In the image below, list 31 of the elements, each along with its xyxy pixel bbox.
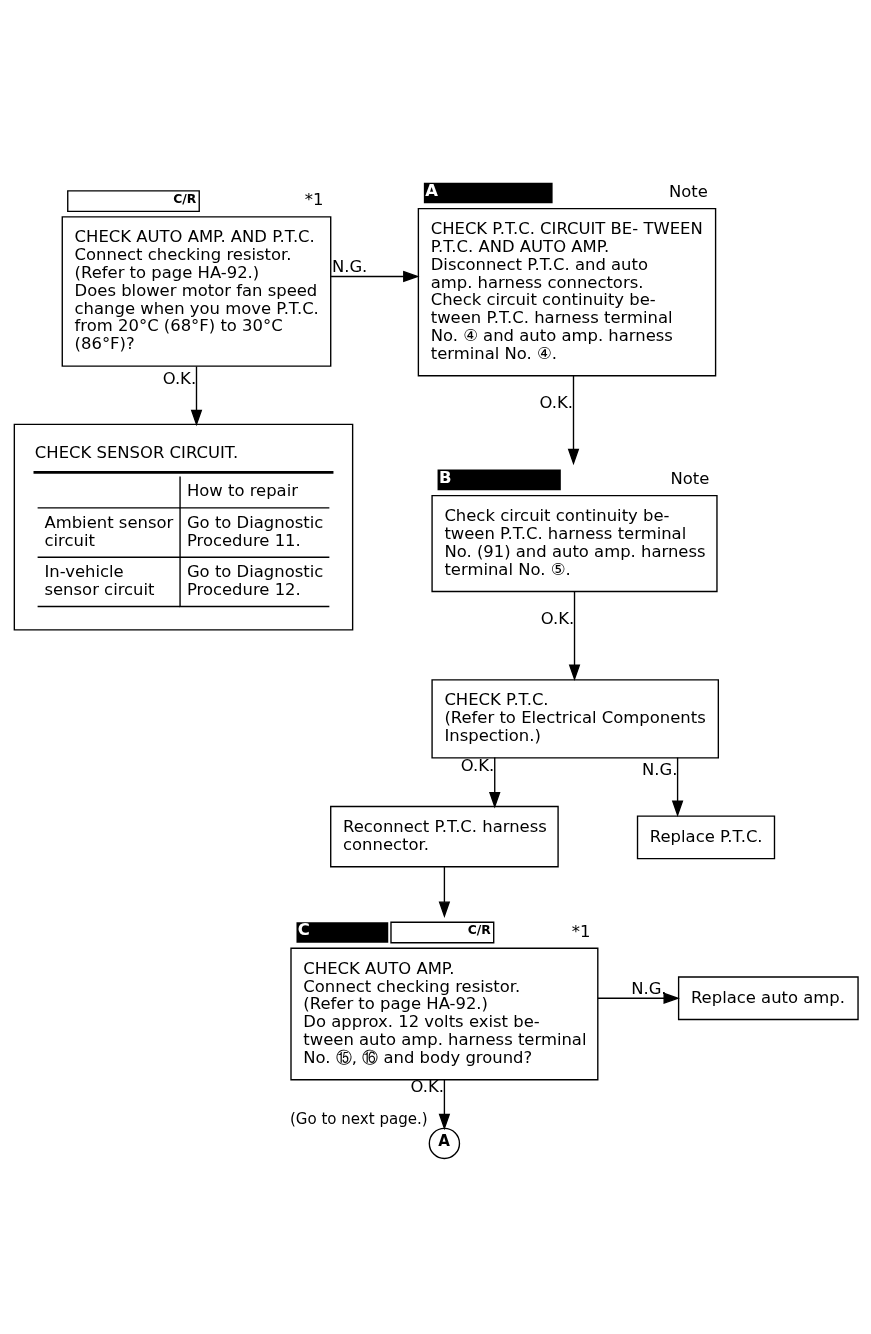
node-label: C [297, 919, 310, 939]
node-label: C/R [467, 922, 491, 937]
edge-label: O.K. [540, 608, 575, 628]
node-label: B [438, 467, 452, 487]
node-label: Note [670, 468, 710, 488]
edge-label: N.G. [331, 256, 368, 276]
node-label: Note [669, 181, 708, 201]
node-label: *1 [571, 921, 591, 941]
arrow [190, 365, 203, 426]
arrow [438, 1078, 451, 1130]
node-circle: A [428, 1127, 461, 1159]
edge-label: O.K. [539, 392, 574, 412]
arrow [568, 590, 581, 681]
edge-label: N.G. [631, 978, 667, 998]
arrow [671, 756, 684, 817]
arrow [438, 865, 451, 918]
node-label: (Go to next page.) [289, 1109, 428, 1128]
arrow [597, 992, 680, 1004]
node-label: C/R [173, 191, 197, 206]
node-box: CHECK SENSOR CIRCUIT. How to repair Ambient sensor circuit Go to Diagnostic Procedure 11. In-vehicle sensor circuit Go to Diagnostic Procedure 12. [13, 423, 354, 630]
arrow [488, 756, 501, 808]
node-box: Reconnect P.T.C. harness connector. [330, 805, 559, 867]
arrow [567, 373, 580, 465]
node-label: A [425, 180, 438, 200]
arrow [330, 270, 420, 282]
node-label: *1 [304, 189, 324, 209]
edge-label: N.G. [642, 759, 678, 779]
node-box: CHECK P.T.C. (Refer to Electrical Components Inspection.) [431, 678, 719, 759]
node-box: Replace auto amp. [677, 975, 859, 1020]
node-box: Replace P.T.C. [636, 814, 776, 859]
edge-label: O.K. [162, 368, 197, 388]
